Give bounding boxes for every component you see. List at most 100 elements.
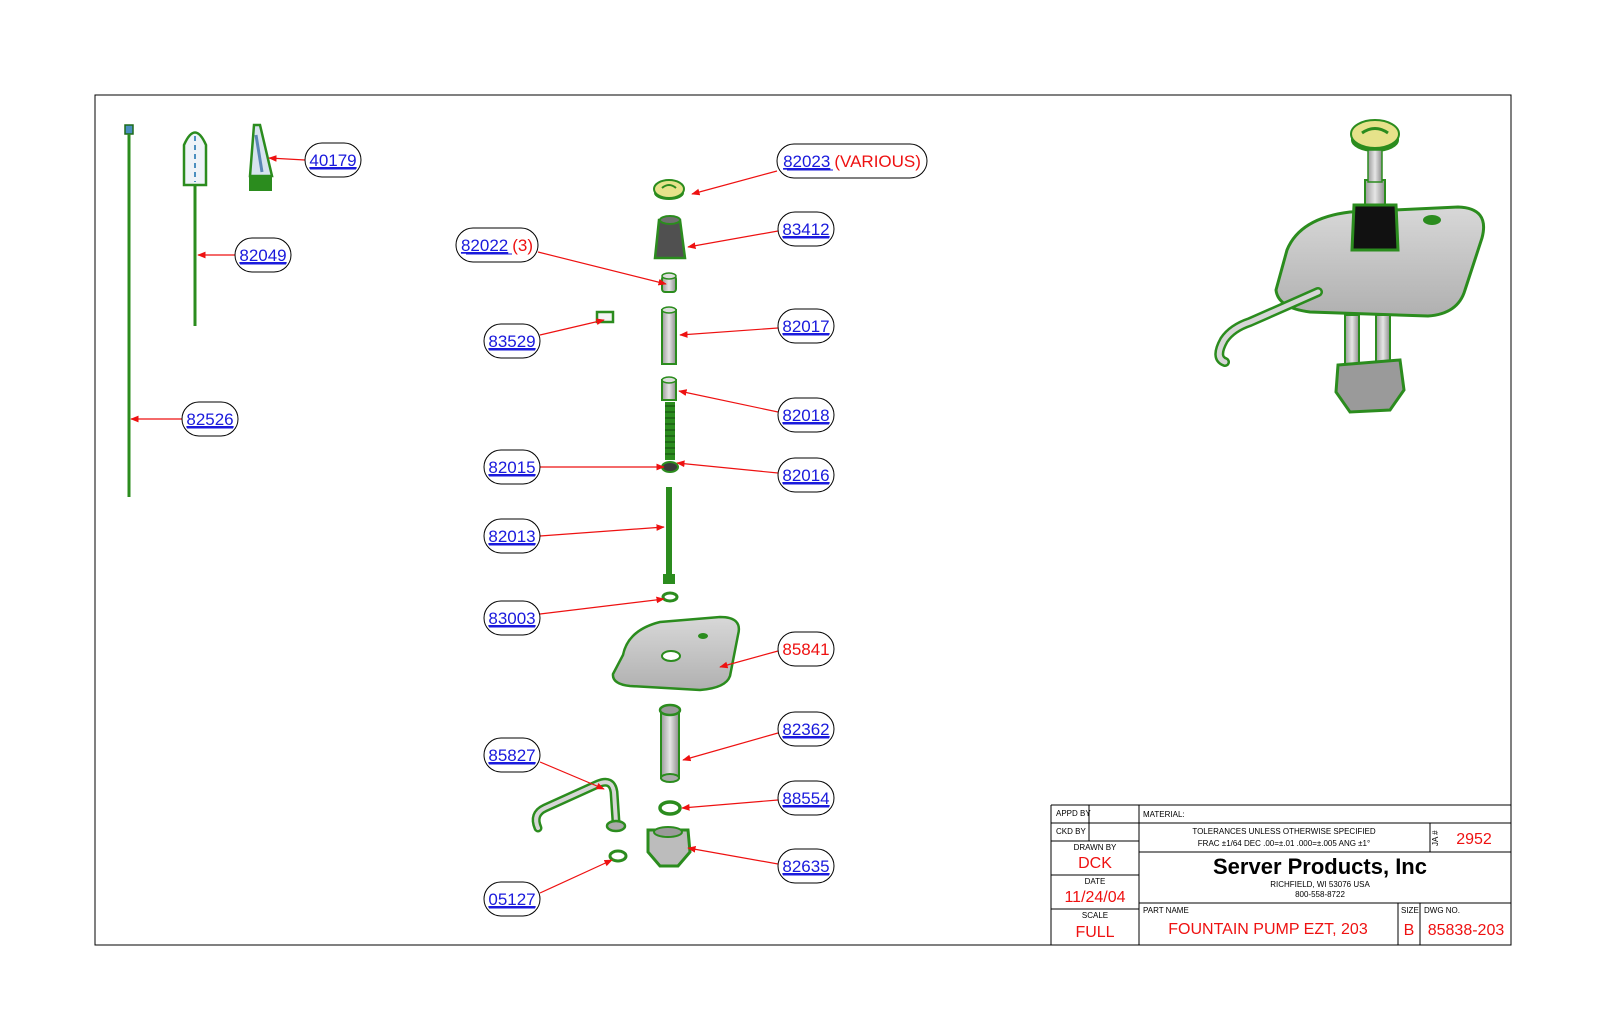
part-number: 82635 xyxy=(782,857,829,876)
part-number: 82015 xyxy=(488,458,535,477)
callout-label: 83412 xyxy=(782,220,829,239)
callout-label: 82022(3) xyxy=(461,236,533,255)
callout-82526: 82526 xyxy=(181,401,239,437)
part-number: 88554 xyxy=(782,789,829,808)
callout-88554: 88554 xyxy=(777,780,835,816)
part-number: 82018 xyxy=(782,406,829,425)
material-label: MATERIAL: xyxy=(1143,810,1185,819)
leader-line-82018 xyxy=(678,389,779,413)
part-82015-washer xyxy=(661,461,679,473)
leader-lines xyxy=(130,155,779,894)
appd-by-label: APPD BY xyxy=(1056,809,1091,818)
size-label: SIZE xyxy=(1401,906,1419,915)
part-number: 85841 xyxy=(782,640,829,659)
callout-85827: 85827 xyxy=(483,737,541,773)
dwg-no-value: 85838-203 xyxy=(1428,922,1505,939)
part-85827-spout xyxy=(531,777,627,833)
ja-number: 2952 xyxy=(1456,831,1492,848)
title-block: APPD BY CKD BY DRAWN BY DCK DATE 11/24/0… xyxy=(1050,804,1511,945)
leader-line-83412 xyxy=(687,230,779,249)
company-phone: 800-558-8722 xyxy=(1295,890,1345,899)
callout-82362: 82362 xyxy=(777,711,835,747)
callout-82018: 82018 xyxy=(777,397,835,433)
callout-82016: 82016 xyxy=(777,457,835,493)
part-82016-spring xyxy=(665,402,675,460)
callout-label: 05127 xyxy=(488,890,535,909)
assembled-pump-view xyxy=(1214,119,1485,414)
part-note: (VARIOUS) xyxy=(834,152,921,171)
scale-value: FULL xyxy=(1075,924,1114,941)
part-number: 82362 xyxy=(782,720,829,739)
leader-line-82023 xyxy=(691,170,778,196)
leader-line-83003 xyxy=(539,596,665,615)
callout-label: 85827 xyxy=(488,746,535,765)
part-name-label: PART NAME xyxy=(1143,906,1189,915)
callout-label: 82049 xyxy=(239,246,286,265)
part-number: 85827 xyxy=(488,746,535,765)
part-88554-oring xyxy=(658,800,682,816)
part-40179-lubricant-tube xyxy=(248,123,274,191)
callout-82635: 82635 xyxy=(777,848,835,884)
part-82022-bushing xyxy=(661,272,677,293)
part-82023-knob xyxy=(653,179,685,200)
leader-line-85841 xyxy=(719,650,779,669)
part-83529-clip xyxy=(595,310,615,324)
scale-label: SCALE xyxy=(1082,911,1108,920)
part-05127-oring xyxy=(608,849,628,863)
part-82018-spacer xyxy=(661,376,677,401)
callout-label: 83529 xyxy=(488,332,535,351)
drawing-border xyxy=(94,94,1512,946)
callout-label: 82013 xyxy=(488,527,535,546)
callout-85841: 85841 xyxy=(777,631,835,667)
part-number: 83412 xyxy=(782,220,829,239)
callout-label: 82362 xyxy=(782,720,829,739)
drawn-by-value: DCK xyxy=(1078,855,1112,872)
leader-line-85827 xyxy=(539,761,605,790)
part-note: (3) xyxy=(512,236,533,255)
callout-label: 83003 xyxy=(488,609,535,628)
callout-label: 82015 xyxy=(488,458,535,477)
part-name-value: FOUNTAIN PUMP EZT, 203 xyxy=(1168,921,1368,938)
drawn-by-label: DRAWN BY xyxy=(1074,843,1117,852)
leader-line-82635 xyxy=(687,846,779,865)
leader-line-82017 xyxy=(679,327,779,338)
callout-82013: 82013 xyxy=(483,518,541,554)
company-name: Server Products, Inc xyxy=(1213,854,1427,879)
callout-label: 82018 xyxy=(782,406,829,425)
callout-label: 88554 xyxy=(782,789,829,808)
part-82635-valve xyxy=(646,826,692,868)
part-83412-nut xyxy=(653,215,687,260)
part-82526-rod xyxy=(124,124,134,497)
part-number: 82526 xyxy=(186,410,233,429)
callout-83003: 83003 xyxy=(483,600,541,636)
part-number: 82016 xyxy=(782,466,829,485)
callout-layer: 40179820498252682023(VARIOUS)8341282022(… xyxy=(181,142,928,917)
leader-line-82022 xyxy=(537,251,667,286)
callout-label: 82017 xyxy=(782,317,829,336)
callout-83412: 83412 xyxy=(777,211,835,247)
callout-82023: 82023(VARIOUS) xyxy=(776,143,928,179)
ja-label: JA # xyxy=(1431,830,1440,846)
part-number: 82023 xyxy=(783,152,830,171)
dwg-no-label: DWG NO. xyxy=(1424,906,1460,915)
callout-40179: 40179 xyxy=(304,142,362,178)
part-number: 83529 xyxy=(488,332,535,351)
callout-label: 82526 xyxy=(186,410,233,429)
leader-line-40179 xyxy=(268,155,306,162)
part-82049-brush xyxy=(182,131,208,326)
callout-82049: 82049 xyxy=(234,237,292,273)
leader-line-82013 xyxy=(539,524,665,537)
leader-line-82016 xyxy=(676,460,779,474)
part-82017-tube xyxy=(661,306,677,365)
part-number: 82017 xyxy=(782,317,829,336)
callout-05127: 05127 xyxy=(483,881,541,917)
part-number: 82049 xyxy=(239,246,286,265)
ckd-by-label: CKD BY xyxy=(1056,827,1086,836)
tolerances-line-2: FRAC ±1/64 DEC .00=±.01 .000=±.005 ANG ±… xyxy=(1198,839,1370,848)
part-number: 82022 xyxy=(461,236,508,255)
callout-82022: 82022(3) xyxy=(455,227,539,263)
callout-label: 82023(VARIOUS) xyxy=(783,152,921,171)
size-value: B xyxy=(1404,922,1415,939)
leader-line-82362 xyxy=(682,732,779,762)
part-83003-oring xyxy=(661,591,679,603)
